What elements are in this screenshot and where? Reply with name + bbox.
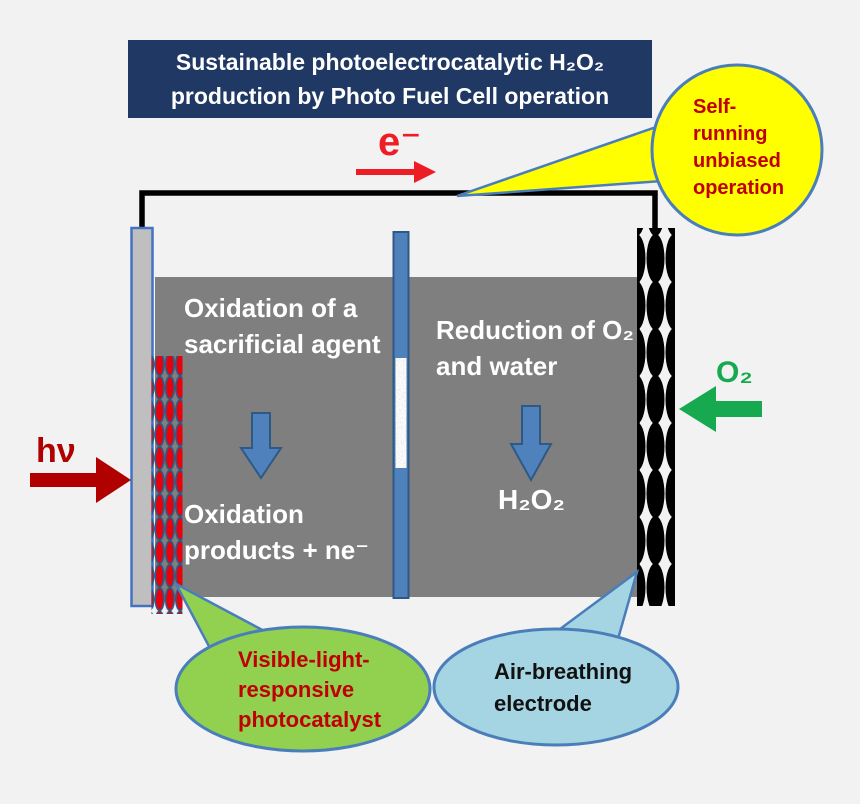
photoanode-electrode	[130, 226, 154, 608]
self-running-callout-text: Self-running unbiased operation	[693, 96, 785, 199]
photocatalyst-callout-text: Visible-light-responsive photocatalyst	[238, 647, 382, 732]
anode-reaction-text: Oxidation of a sacrificial agent	[184, 293, 381, 359]
photocatalyst-callout-shape	[172, 580, 432, 753]
electron-flow-label: e⁻	[378, 120, 422, 164]
photocatalyst-particles	[151, 356, 183, 614]
anode-products-text: Oxidation products + ne⁻	[184, 499, 369, 565]
air-electrode-callout-text: Air-breathing electrode	[494, 659, 633, 716]
self-running-callout-shape	[456, 63, 824, 237]
separator-membrane	[392, 231, 410, 599]
cathode-product-text: H₂O₂	[498, 484, 565, 515]
diagram-title: Sustainable photoelectrocatalytic H₂O₂ p…	[128, 40, 652, 118]
external-wire	[139, 190, 658, 232]
electron-arrow	[356, 161, 436, 183]
oxygen-label: O₂	[716, 356, 753, 389]
anode-down-arrow	[239, 412, 283, 480]
light-hv-label: hν	[36, 432, 76, 470]
title-line-2: production by Photo Fuel Cell operation	[170, 83, 610, 109]
air-electrode-particles	[637, 228, 675, 606]
cathode-down-arrow	[509, 405, 553, 483]
air-electrode-callout-shape	[432, 568, 680, 747]
title-line-1: Sustainable photoelectrocatalytic H₂O₂	[175, 49, 605, 75]
cathode-reaction-text: Reduction of O₂ and water	[436, 315, 634, 381]
light-arrow	[30, 457, 131, 503]
oxygen-arrow	[679, 386, 762, 432]
